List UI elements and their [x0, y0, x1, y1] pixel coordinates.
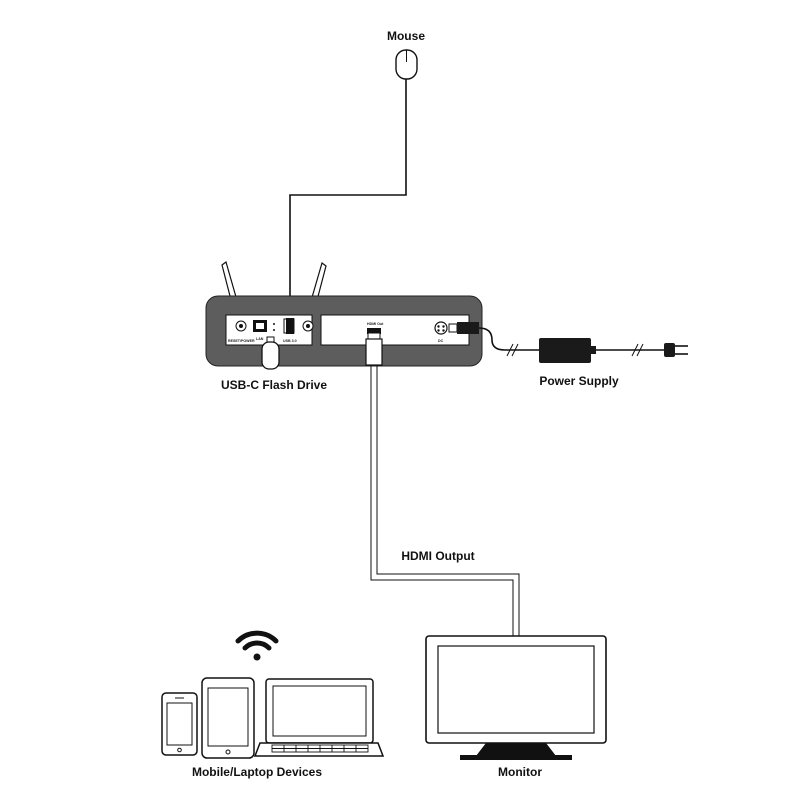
usb-c-flash-drive-label: USB-C Flash Drive — [221, 378, 327, 392]
dc-port — [434, 321, 448, 335]
reset-port-label: RESET/POWER — [228, 339, 255, 343]
hdmi-port — [367, 328, 381, 334]
mouse-cable — [289, 79, 407, 325]
power-adapter-icon — [539, 338, 596, 363]
hdmi-cable — [365, 332, 520, 636]
hdmi-port-label: HDMI Out — [367, 322, 384, 326]
laptop-icon — [253, 678, 385, 757]
presentation-device: RESET/POWER LAN USB 3.0 HDMI Out DC — [205, 295, 483, 367]
mouse-icon — [395, 49, 418, 80]
power-cable — [448, 322, 665, 357]
monitor-label: Monitor — [498, 765, 542, 779]
lan-port-label: LAN — [256, 337, 264, 341]
usb-flash-drive-icon — [261, 336, 280, 370]
monitor-icon — [425, 635, 607, 760]
power-supply-label: Power Supply — [539, 374, 619, 388]
usb-port-label: USB 3.0 — [283, 339, 297, 343]
mouse-label: Mouse — [387, 29, 425, 43]
wifi-icon — [235, 630, 279, 661]
hdmi-output-label: HDMI Output — [401, 549, 474, 563]
plug-icon — [664, 343, 688, 357]
phone-icon — [161, 692, 198, 756]
mobile-laptop-devices-label: Mobile/Laptop Devices — [192, 765, 322, 779]
tablet-icon — [201, 677, 255, 759]
dc-port-label: DC — [438, 339, 444, 343]
